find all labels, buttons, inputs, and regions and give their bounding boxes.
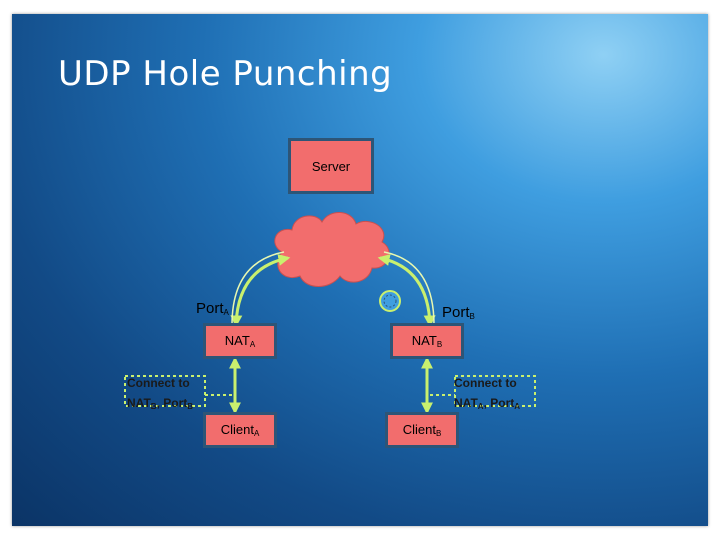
port-b-circle-inner bbox=[383, 294, 397, 308]
client-b-label: ClientB bbox=[402, 422, 442, 438]
nat-b-box: NATB bbox=[390, 323, 464, 359]
client-a-box: ClientA bbox=[203, 412, 277, 448]
nat-a-label: NATA bbox=[224, 333, 256, 349]
server-box: Server bbox=[288, 138, 374, 194]
note-right: Connect to NATA, PortA bbox=[454, 376, 521, 411]
link-nat-a-internet-shadow bbox=[231, 251, 285, 326]
port-a-label: PortA bbox=[196, 300, 229, 317]
link-nat-b-internet bbox=[377, 254, 436, 328]
server-label: Server bbox=[311, 158, 351, 174]
link-nat-b-internet-shadow bbox=[383, 251, 435, 326]
link-nat-a-internet bbox=[230, 254, 291, 328]
nat-a-box: NATA bbox=[203, 323, 277, 359]
slide-title: UDP Hole Punching bbox=[58, 54, 393, 94]
nat-b-label: NATB bbox=[411, 333, 443, 349]
internet-cloud bbox=[274, 212, 390, 287]
note-left-frame bbox=[124, 375, 206, 407]
note-left: Connect to NATB, PortB bbox=[127, 376, 194, 411]
port-b-circle-icon bbox=[379, 290, 401, 312]
client-a-label: ClientA bbox=[220, 422, 260, 438]
port-b-label: PortB bbox=[442, 304, 475, 321]
note-right-frame bbox=[454, 375, 536, 407]
client-b-box: ClientB bbox=[385, 412, 459, 448]
